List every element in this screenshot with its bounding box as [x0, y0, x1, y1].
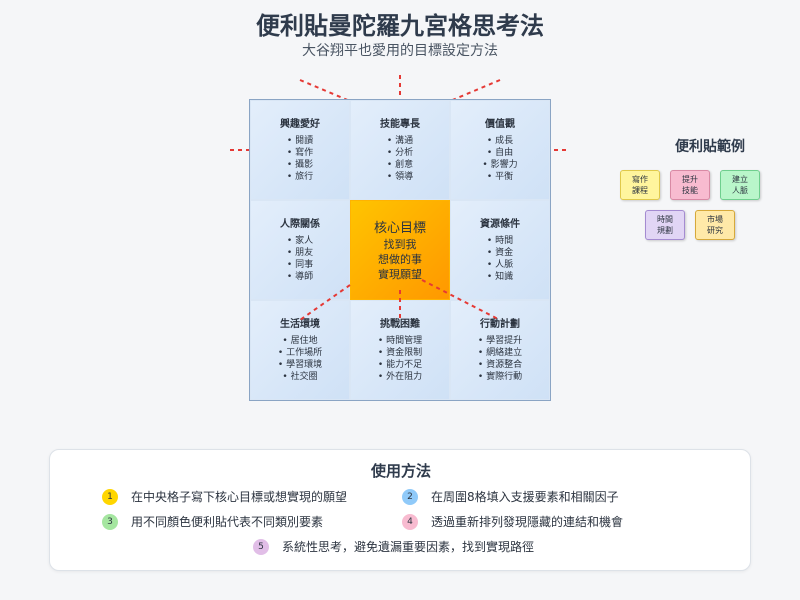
grid-cell: 行動計劃 • 學習提升 • 網絡建立 • 資源整合 • 實際行動	[450, 300, 550, 400]
sticky-note: 時間規劃	[645, 210, 685, 240]
grid-cell-item: • 人脈	[486, 260, 514, 270]
grid-cell-heading: 人際關係	[280, 219, 320, 230]
grid-cell-item: • 外在阻力	[377, 372, 423, 382]
step-number-badge: 1	[102, 488, 118, 505]
grid-cell-heading: 技能專長	[380, 119, 420, 130]
grid-cell-item: • 資源整合	[477, 360, 523, 370]
sticky-note-text: 寫作	[632, 175, 648, 184]
usage-step: 5 系統性思考，避免遺漏重要因素，找到實現路徑	[253, 538, 534, 555]
usage-title: 使用方法	[370, 462, 431, 480]
sticky-note-text: 技能	[682, 186, 698, 195]
mandala-grid: 興趣愛好 • 閱讀 • 寫作 • 攝影 • 旅行 技能專長 • 溝通 • 分析 • 創意 • 領導…	[249, 99, 551, 401]
grid-cell-item: • 自由	[486, 148, 514, 158]
center-line: 想做的事	[378, 253, 422, 266]
sticky-note-text: 建立	[732, 175, 748, 184]
grid-cell-item: • 影響力	[482, 160, 518, 170]
grid-cell-item: • 時間	[486, 236, 514, 246]
grid-cell-item: • 社交圈	[282, 372, 318, 382]
grid-cell: 興趣愛好 • 閱讀 • 寫作 • 攝影 • 旅行	[250, 100, 350, 200]
sticky-note-text: 課程	[632, 186, 648, 195]
grid-cell-item: • 同事	[286, 260, 314, 270]
step-text: 用不同顏色便利貼代表不同類別要素	[131, 515, 324, 529]
usage-step: 3 用不同顏色便利貼代表不同類別要素	[102, 513, 323, 530]
grid-cell-item: • 資金限制	[377, 348, 423, 358]
page-title: 便利貼曼陀羅九宮格思考法	[256, 12, 544, 40]
grid-cell-center: 核心目標找到我想做的事實現願望	[350, 200, 450, 300]
grid-cell-item: • 實際行動	[477, 372, 523, 382]
sticky-note-text: 時間	[657, 215, 673, 224]
grid-cell-item: • 旅行	[286, 172, 314, 182]
grid-cell-item: • 閱讀	[286, 136, 314, 146]
grid-cell-heading: 生活環境	[280, 319, 320, 330]
grid-cell-heading: 價值觀	[485, 119, 515, 130]
grid-cell-item: • 導師	[286, 272, 314, 282]
step-text: 在中央格子寫下核心目標或想實現的願望	[131, 490, 348, 504]
grid-cell: 資源條件 • 時間 • 資金 • 人脈 • 知識	[450, 200, 550, 300]
grid-cell-heading: 興趣愛好	[280, 119, 320, 130]
grid-cell-item: • 資金	[486, 248, 514, 258]
step-text: 在周圍8格填入支援要素和相關因子	[431, 490, 619, 504]
usage-step: 2 在周圍8格填入支援要素和相關因子	[402, 488, 619, 505]
sticky-note: 寫作課程	[620, 170, 660, 200]
grid-cell-item: • 寫作	[286, 148, 314, 158]
grid-cell-item: • 溝通	[386, 136, 414, 146]
grid-cell-item: • 攝影	[286, 160, 314, 170]
usage-step: 4 透過重新排列發現隱藏的連結和機會	[402, 513, 623, 530]
sticky-note: 建立人脈	[720, 170, 760, 200]
grid-cell: 人際關係 • 家人 • 朋友 • 同事 • 導師	[250, 200, 350, 300]
sticky-note: 市場研究	[695, 210, 735, 240]
sticky-note-text: 研究	[707, 226, 723, 235]
grid-cell-item: • 網絡建立	[477, 348, 523, 358]
grid-cell-item: • 創意	[386, 160, 414, 170]
grid-cell-item: • 知識	[486, 272, 514, 282]
sticky-note-text: 人脈	[732, 186, 748, 195]
sticky-note-text: 提升	[682, 175, 698, 184]
grid-cell-item: • 工作場所	[277, 348, 323, 358]
step-text: 系統性思考，避免遺漏重要因素，找到實現路徑	[282, 540, 535, 554]
step-number-badge: 4	[402, 513, 418, 530]
center-line: 核心目標	[373, 221, 426, 236]
grid-cell-item: • 平衡	[486, 172, 514, 182]
grid-cell: 技能專長 • 溝通 • 分析 • 創意 • 領導	[350, 100, 450, 200]
grid-cell-heading: 資源條件	[480, 219, 520, 230]
grid-cell-item: • 時間管理	[377, 336, 423, 346]
step-text: 透過重新排列發現隱藏的連結和機會	[431, 515, 624, 529]
page-subtitle: 大谷翔平也愛用的目標設定方法	[302, 43, 498, 59]
grid-cell-item: • 能力不足	[377, 360, 423, 370]
grid-cell-heading: 行動計劃	[480, 319, 520, 330]
grid-cell-item: • 家人	[286, 236, 314, 246]
grid-cell-item: • 領導	[386, 172, 414, 182]
grid-cell-item: • 學習提升	[477, 336, 523, 346]
step-number-badge: 5	[253, 538, 269, 555]
sticky-note-text: 市場	[707, 215, 723, 224]
grid-cell-item: • 朋友	[286, 248, 314, 258]
step-number-badge: 2	[402, 488, 418, 505]
usage-panel: 使用方法 1 在中央格子寫下核心目標或想實現的願望 2 在周圍8格填入支援要素和相關因…	[49, 449, 751, 571]
grid-cell-heading: 挑戰困難	[380, 319, 420, 330]
grid-cell: 生活環境 • 居住地 • 工作場所 • 學習環境 • 社交圈	[250, 300, 350, 400]
center-line: 找到我	[383, 238, 417, 251]
sticky-note: 提升技能	[670, 170, 710, 200]
grid-cell: 挑戰困難 • 時間管理 • 資金限制 • 能力不足 • 外在阻力	[350, 300, 450, 400]
step-number-badge: 3	[102, 513, 118, 530]
center-line: 實現願望	[378, 268, 422, 281]
grid-cell: 價值觀 • 成長 • 自由 • 影響力 • 平衡	[450, 100, 550, 200]
grid-cell-item: • 成長	[486, 136, 514, 146]
examples-title: 便利貼範例	[675, 139, 745, 155]
sticky-note-text: 規劃	[657, 226, 673, 235]
usage-step: 1 在中央格子寫下核心目標或想實現的願望	[102, 488, 347, 505]
grid-cell-item: • 居住地	[282, 336, 318, 346]
grid-cell-item: • 分析	[386, 148, 414, 158]
grid-cell-item: • 學習環境	[277, 360, 323, 370]
